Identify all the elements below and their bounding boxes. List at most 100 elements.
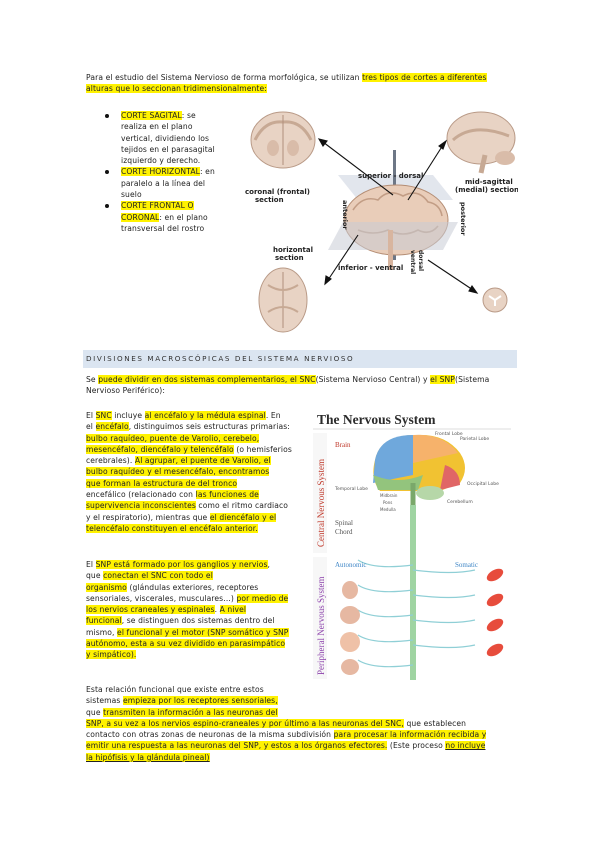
text-run: CORTE HORIZONTAL — [121, 167, 200, 177]
text-run: el funcional y el motor (SNP somático y … — [117, 627, 289, 637]
text-run: paralelo a la línea del — [121, 178, 206, 188]
label-inferior: inferior - ventral — [338, 264, 403, 272]
coronal-slice — [250, 111, 316, 169]
text-run: autónomo, esta a su vez dividido en para… — [86, 639, 286, 649]
lobe-cerebellum: Cerebellum — [447, 499, 473, 505]
text-run: El — [86, 560, 96, 569]
midsagittal-slice — [446, 111, 516, 174]
label-dorsal: dorsal — [417, 250, 424, 271]
text-run: como el ritmo cardiaco — [195, 501, 288, 511]
text-run: Esta relación funcional que existe entre… — [86, 685, 264, 694]
text-run: transmiten la información a las neuronas… — [103, 707, 278, 717]
label-coronal-2: section — [255, 196, 284, 204]
text-run: supervivencia inconscientes — [86, 501, 196, 511]
text-run: realiza en el plano — [121, 122, 193, 132]
text-run: suelo — [121, 190, 142, 200]
cut-sagital: CORTE SAGITAL: se realiza en el plano ve… — [105, 110, 241, 166]
text-run: los nervios craneales y espinales — [86, 605, 215, 615]
text-run: que forman la estructura de del tronco — [86, 478, 238, 488]
section-header-bar — [83, 350, 517, 368]
text-run: : se — [181, 111, 196, 120]
text-run: encéfalo — [95, 422, 129, 432]
organs — [340, 581, 360, 675]
bullet-icon — [105, 114, 109, 118]
brain-sections-diagram: superior - dorsal coronal (frontal) sect… — [245, 111, 518, 333]
text-run: al encéfalo y la médula espinal — [144, 411, 266, 420]
text-run: mismo, — [86, 627, 118, 637]
text-run: CORTE FRONTAL O — [121, 201, 194, 211]
text-run: que — [86, 571, 104, 581]
text-run: para procesar la información recibida y — [333, 730, 487, 740]
text-run: el SNP — [430, 375, 455, 384]
text-run: (Este proceso — [387, 741, 446, 751]
text-run: . — [214, 605, 220, 615]
text-run: SNP está formado por los ganglios y nerv… — [95, 560, 268, 569]
spinal-slice — [482, 287, 508, 313]
text-run: SNP, a su vez a los nervios espino-crane… — [86, 718, 404, 728]
text-run: alturas que lo seccionan tridimensionalm… — [86, 84, 267, 94]
text-run: sensoriales, viscerales, musculares…) — [86, 593, 237, 603]
bullet-icon — [105, 204, 109, 209]
nerves — [357, 559, 476, 668]
text-run: el — [86, 422, 96, 432]
text-run: CORONAL — [121, 212, 160, 222]
section-title: DIVISIONES MACROSCÓPICAS DEL SISTEMA NER… — [86, 354, 355, 363]
label-horizontal-2: section — [275, 254, 304, 262]
horizontal-slice — [258, 267, 308, 333]
label-midsagittal-1: mid-sagittal — [465, 178, 513, 186]
text-run: que establecen — [403, 718, 467, 728]
cns-label: Central Nervous System — [316, 459, 326, 547]
text-run: SNC — [95, 411, 112, 420]
text-run: funcional — [86, 616, 122, 626]
brain-label: Brain — [335, 441, 351, 449]
text-run: , — [267, 560, 271, 569]
text-run: vertical, dividiendo los — [121, 133, 210, 143]
text-run: (o hemisferios — [233, 444, 292, 454]
snp-paragraph: El SNP está formado por los ganglios y n… — [86, 559, 296, 661]
text-run: tejidos en el parasagital — [121, 144, 215, 154]
text-run: : en el plano — [159, 212, 208, 222]
text-run: y simpático). — [86, 650, 137, 660]
text-run: Nervioso Periférico): — [86, 386, 165, 396]
pns-label: Peripheral Nervous System — [316, 577, 326, 675]
text-run: El — [86, 411, 96, 420]
text-run: que — [86, 707, 104, 717]
brain-illustration — [373, 434, 465, 513]
text-run: incluye — [111, 411, 145, 420]
text-run: la hipófisis y la glándula pineal) — [86, 752, 210, 762]
text-run: bulbo raquídeo y el mesencéfalo, encontr… — [86, 467, 270, 477]
label-superior: superior - dorsal — [358, 172, 423, 180]
text-run: (Sistema — [455, 375, 490, 384]
text-run: emitir una respuesta a las neuronas del … — [86, 741, 388, 751]
text-run: puede dividir en dos sistemas complement… — [98, 375, 316, 384]
text-run: Al agrupar, el puente de Varolio, el — [134, 456, 271, 466]
bullet-icon — [105, 170, 109, 175]
text-run: tres tipos de cortes a diferentes — [362, 73, 487, 82]
part-pons: Pons — [383, 500, 392, 505]
text-run: bulbo raquídeo, puente de Varolio, cereb… — [86, 433, 260, 443]
central-brain — [328, 150, 458, 270]
lobe-temporal: Temporal Lobe — [334, 486, 368, 492]
label-horizontal-1: horizontal — [273, 246, 313, 254]
muscles — [486, 568, 504, 657]
part-midbrain: Midbrain — [380, 493, 398, 498]
text-run: izquierdo y derecho. — [121, 156, 201, 166]
label-ventral: ventral — [409, 250, 416, 274]
label-coronal-1: coronal (frontal) — [245, 188, 310, 196]
text-run: empieza por los receptores sensoriales, — [123, 696, 278, 706]
final-paragraph: Esta relación funcional que existe entre… — [86, 684, 518, 763]
text-run: por medio de — [236, 593, 289, 603]
text-run: telencéfalo constituyen el encéfalo ante… — [86, 523, 258, 533]
text-run: . En — [265, 411, 281, 420]
text-run: (Sistema Nervioso Central) y — [315, 375, 431, 384]
snc-paragraph: El SNC incluye al encéfalo y la médula e… — [86, 410, 296, 534]
text-run: encefálico — [86, 490, 126, 500]
text-run: cerebrales). — [86, 456, 135, 466]
text-run: organismo — [86, 582, 127, 592]
lobe-frontal: Frontal Lobe — [435, 431, 463, 437]
text-run: transversal del rostro — [121, 223, 205, 233]
label-posterior: posterior — [459, 202, 467, 236]
label-midsagittal-2: (medial) section — [455, 186, 518, 194]
text-run: CORTE SAGITAL — [121, 111, 182, 120]
text-run: sistemas — [86, 696, 123, 706]
